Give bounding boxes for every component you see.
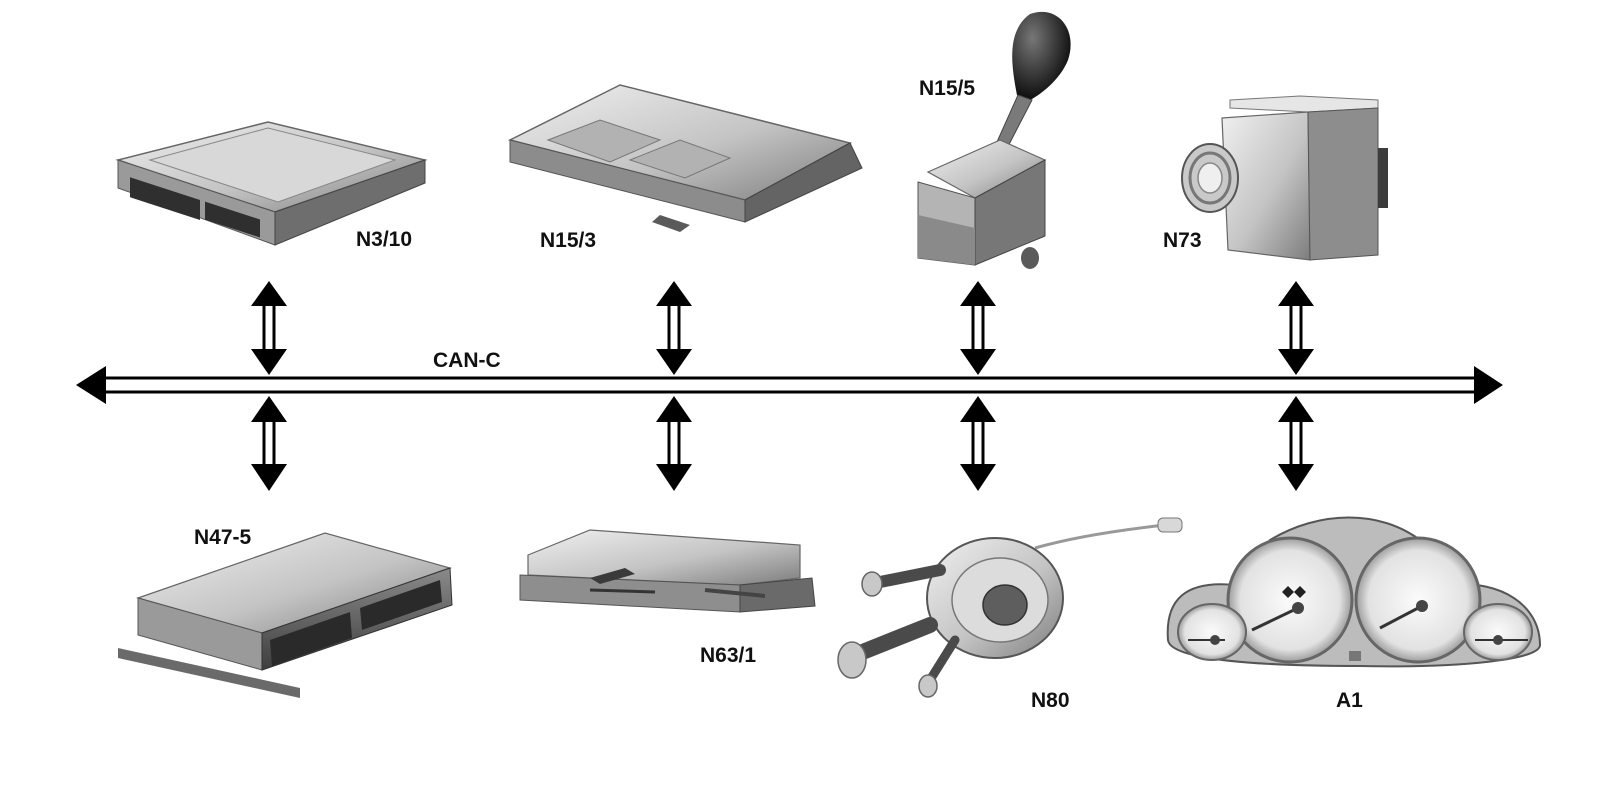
module-label: N80 — [1031, 689, 1070, 712]
module-a1: A1 — [1166, 516, 1542, 712]
connector-arrow-n73 — [1278, 281, 1314, 375]
can-c-bus-line — [76, 366, 1503, 404]
bus-label: CAN-C — [433, 349, 501, 372]
control-unit-icon — [507, 84, 863, 232]
gear-selector-icon — [917, 11, 1071, 269]
instrument-cluster-icon — [1166, 516, 1542, 668]
connector-arrow-n80 — [960, 396, 996, 491]
module-label: N73 — [1163, 229, 1202, 252]
control-unit-icon — [115, 121, 428, 246]
module-label: N63/1 — [700, 644, 756, 667]
ignition-switch-icon — [1181, 95, 1388, 261]
module-n15-5: N15/5 — [917, 11, 1071, 269]
connector-arrow-n47-5 — [251, 396, 287, 491]
connector-arrow-n63-1 — [656, 396, 692, 491]
module-label: N15/3 — [540, 229, 596, 252]
module-n73: N73 — [1163, 95, 1388, 261]
control-unit-icon — [519, 529, 816, 613]
module-label: N47-5 — [194, 526, 252, 549]
connector-arrow-n15-5 — [960, 281, 996, 375]
control-unit-icon — [118, 532, 453, 698]
module-n3-10: N3/10 — [115, 121, 428, 251]
module-n15-3: N15/3 — [507, 84, 863, 252]
connector-arrow-n15-3 — [656, 281, 692, 375]
module-label: N15/5 — [919, 77, 975, 100]
module-label: N3/10 — [356, 228, 412, 251]
module-n80: N80 — [837, 517, 1183, 712]
bus-arrowhead-left — [76, 366, 106, 404]
module-label: A1 — [1336, 689, 1363, 712]
steering-column-module-icon — [837, 517, 1183, 698]
bus-arrowhead-right — [1474, 366, 1503, 404]
module-n63-1: N63/1 — [519, 529, 816, 667]
connector-arrow-a1 — [1278, 396, 1314, 491]
module-n47-5: N47-5 — [118, 526, 453, 698]
connector-arrow-n3-10 — [251, 281, 287, 375]
